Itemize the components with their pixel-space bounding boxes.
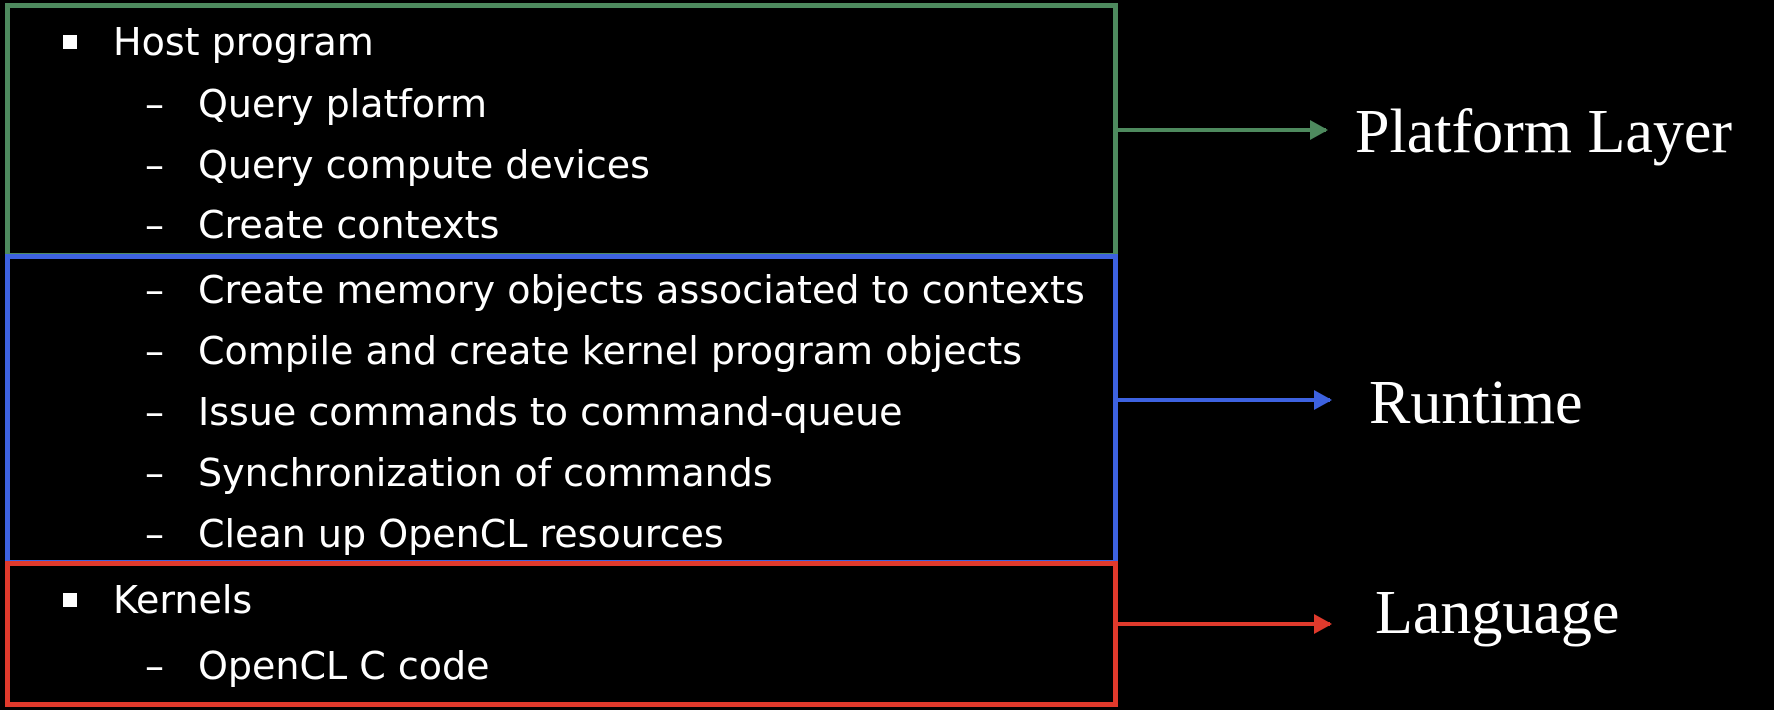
square-bullet-icon — [63, 593, 77, 607]
language-label: Language — [1375, 579, 1620, 647]
square-bullet-icon — [63, 35, 77, 49]
language-arrow-icon — [1118, 614, 1332, 634]
runtime-label: Runtime — [1369, 369, 1583, 437]
platform-arrow-icon — [1118, 120, 1328, 140]
platform-layer-label: Platform Layer — [1355, 98, 1733, 166]
language-box — [5, 561, 1118, 707]
runtime-arrow-icon — [1118, 390, 1332, 410]
